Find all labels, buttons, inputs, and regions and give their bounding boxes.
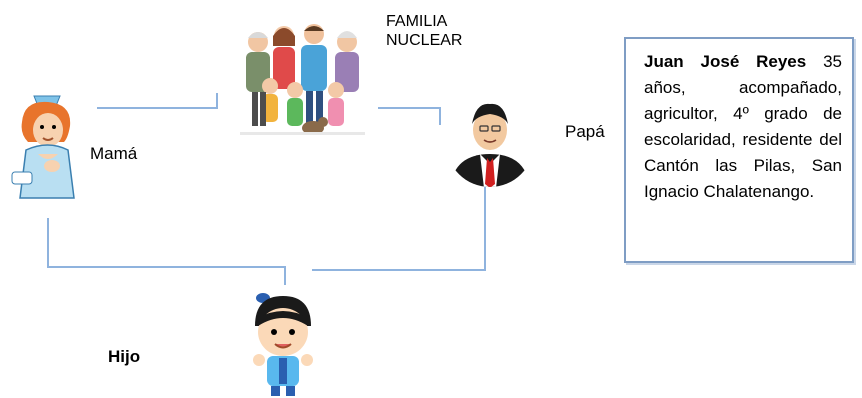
line-papa-hijo: [312, 182, 486, 271]
father-info-box: Juan José Reyes 35 años, acompañado, agr…: [624, 37, 854, 263]
line-family-papa: [378, 107, 441, 125]
line-mama-family: [97, 93, 218, 109]
boy-son-icon: [253, 293, 313, 396]
father-details: 35 años, acompañado, agricultor, 4º grad…: [644, 52, 842, 201]
mama-label: Mamá: [90, 144, 138, 163]
hijo-label: Hijo: [108, 347, 141, 366]
diagram-title: FAMILIA NUCLEAR: [386, 13, 463, 49]
papa-label: Papá: [565, 122, 605, 141]
father-name: Juan José Reyes: [644, 52, 807, 71]
line-mama-hijo: [47, 218, 286, 285]
family-group-icon: [240, 24, 365, 135]
nurse-mother-icon: [11, 95, 75, 199]
father-icon: [446, 99, 534, 187]
